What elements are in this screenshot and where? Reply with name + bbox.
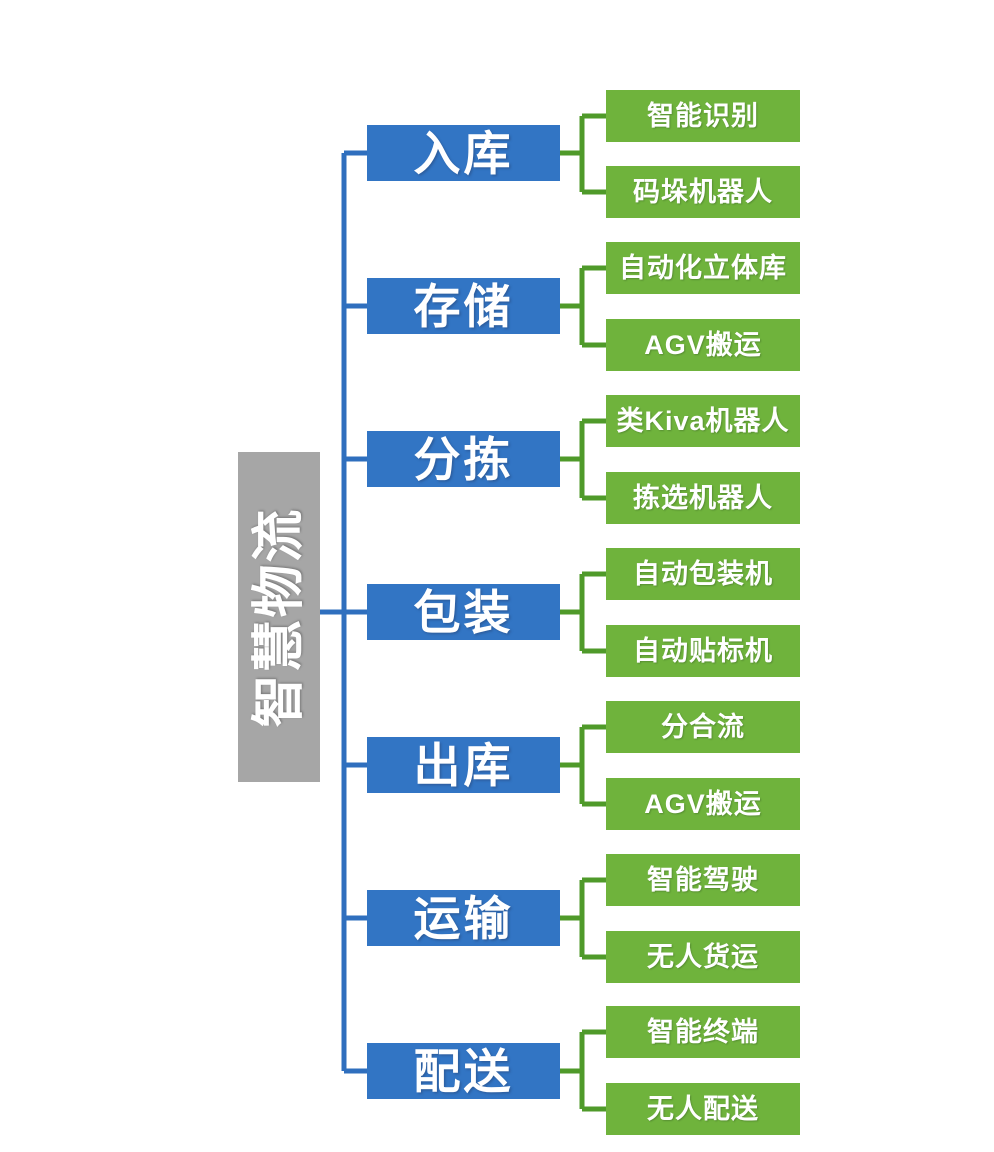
- leaf-node[interactable]: 智能驾驶: [606, 854, 800, 906]
- branch-node-packaging[interactable]: 包装: [367, 584, 560, 640]
- branch-node-inbound[interactable]: 入库: [367, 125, 560, 181]
- leaf-node-label: 智能终端: [647, 1016, 759, 1047]
- branch-node-transport[interactable]: 运输: [367, 890, 560, 946]
- leaf-node-label: 自动化立体库: [619, 252, 787, 283]
- branch-node-sorting[interactable]: 分拣: [367, 431, 560, 487]
- leaf-node-label: 码垛机器人: [633, 176, 773, 207]
- branch-node-label: 包装: [413, 585, 514, 639]
- leaf-node[interactable]: 智能终端: [606, 1006, 800, 1058]
- leaf-node[interactable]: 码垛机器人: [606, 166, 800, 218]
- leaf-node[interactable]: AGV搬运: [606, 778, 800, 830]
- branch-node-label: 分拣: [413, 432, 514, 486]
- leaf-node-label: 智能驾驶: [647, 864, 759, 895]
- leaf-node-label: AGV搬运: [644, 788, 762, 819]
- root-node-label: 智慧物流: [249, 507, 309, 727]
- leaf-node-label: 分合流: [661, 711, 745, 742]
- leaf-node-label: 拣选机器人: [633, 482, 773, 513]
- level1-connectors: [320, 150, 367, 1074]
- branch-node-label: 出库: [413, 738, 514, 792]
- leaf-node[interactable]: 智能识别: [606, 90, 800, 142]
- branch-node-label: 存储: [413, 279, 514, 333]
- leaf-node-label: 自动包装机: [633, 558, 773, 589]
- leaf-node-label: AGV搬运: [644, 329, 762, 360]
- level2-connectors: [560, 113, 606, 1112]
- branch-node-storage[interactable]: 存储: [367, 278, 560, 334]
- leaf-node[interactable]: AGV搬运: [606, 319, 800, 371]
- branch-node-label: 入库: [413, 126, 514, 180]
- leaf-node[interactable]: 自动化立体库: [606, 242, 800, 294]
- leaf-node-label: 类Kiva机器人: [616, 405, 790, 436]
- branch-node-outbound[interactable]: 出库: [367, 737, 560, 793]
- branch-node-delivery[interactable]: 配送: [367, 1043, 560, 1099]
- leaf-node[interactable]: 自动贴标机: [606, 625, 800, 677]
- leaf-node-label: 智能识别: [647, 100, 759, 131]
- leaf-node[interactable]: 类Kiva机器人: [606, 395, 800, 447]
- leaf-node-label: 无人配送: [647, 1093, 759, 1124]
- leaf-node[interactable]: 自动包装机: [606, 548, 800, 600]
- leaf-node[interactable]: 拣选机器人: [606, 472, 800, 524]
- leaf-node[interactable]: 无人配送: [606, 1083, 800, 1135]
- leaf-node-label: 无人货运: [647, 941, 759, 972]
- branch-node-label: 配送: [413, 1044, 514, 1098]
- root-node[interactable]: 智慧物流: [238, 452, 320, 782]
- branch-node-label: 运输: [413, 891, 514, 945]
- leaf-node[interactable]: 无人货运: [606, 931, 800, 983]
- leaf-node-label: 自动贴标机: [633, 635, 773, 666]
- leaf-node[interactable]: 分合流: [606, 701, 800, 753]
